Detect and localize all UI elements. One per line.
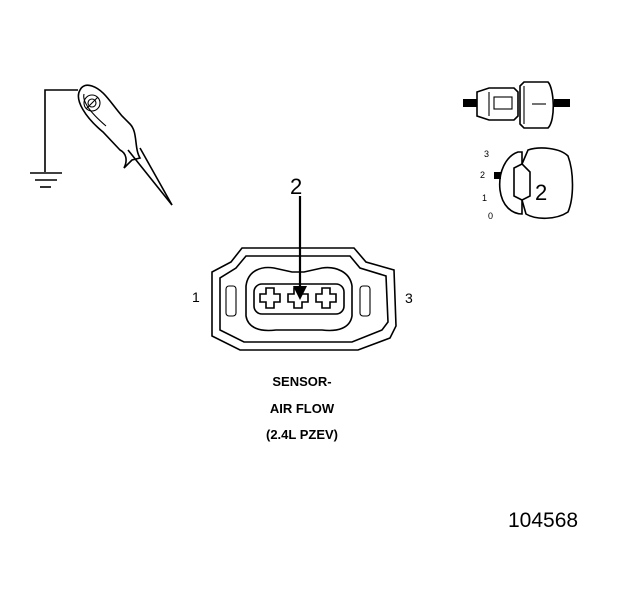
- ground-clip-icon: [83, 94, 101, 112]
- caption-line-1: SENSOR-: [272, 374, 331, 389]
- terminal-side-view-icon: [463, 81, 570, 129]
- scale-label-2: 2: [480, 170, 485, 180]
- pointer-arrow: [293, 196, 307, 300]
- pin-right-label: 3: [405, 290, 413, 306]
- scale-label-1: 1: [482, 193, 487, 203]
- pin-left-label: 1: [192, 289, 200, 305]
- test-probe-icon: [77, 84, 173, 206]
- scale-label-3: 3: [484, 149, 489, 159]
- ground-icon: [30, 89, 78, 188]
- caption-line-2: AIR FLOW: [270, 401, 335, 416]
- pin-3-icon: [315, 287, 337, 309]
- terminal-front-view-icon: [494, 147, 574, 220]
- scale-label-0: 0: [488, 211, 493, 221]
- pointer-label: 2: [290, 174, 302, 199]
- caption-line-3: (2.4L PZEV): [266, 427, 338, 442]
- front-view-label: 2: [535, 180, 547, 205]
- pin-1-icon: [259, 287, 281, 309]
- connector-outline: [211, 247, 397, 351]
- figure-number: 104568: [508, 509, 578, 532]
